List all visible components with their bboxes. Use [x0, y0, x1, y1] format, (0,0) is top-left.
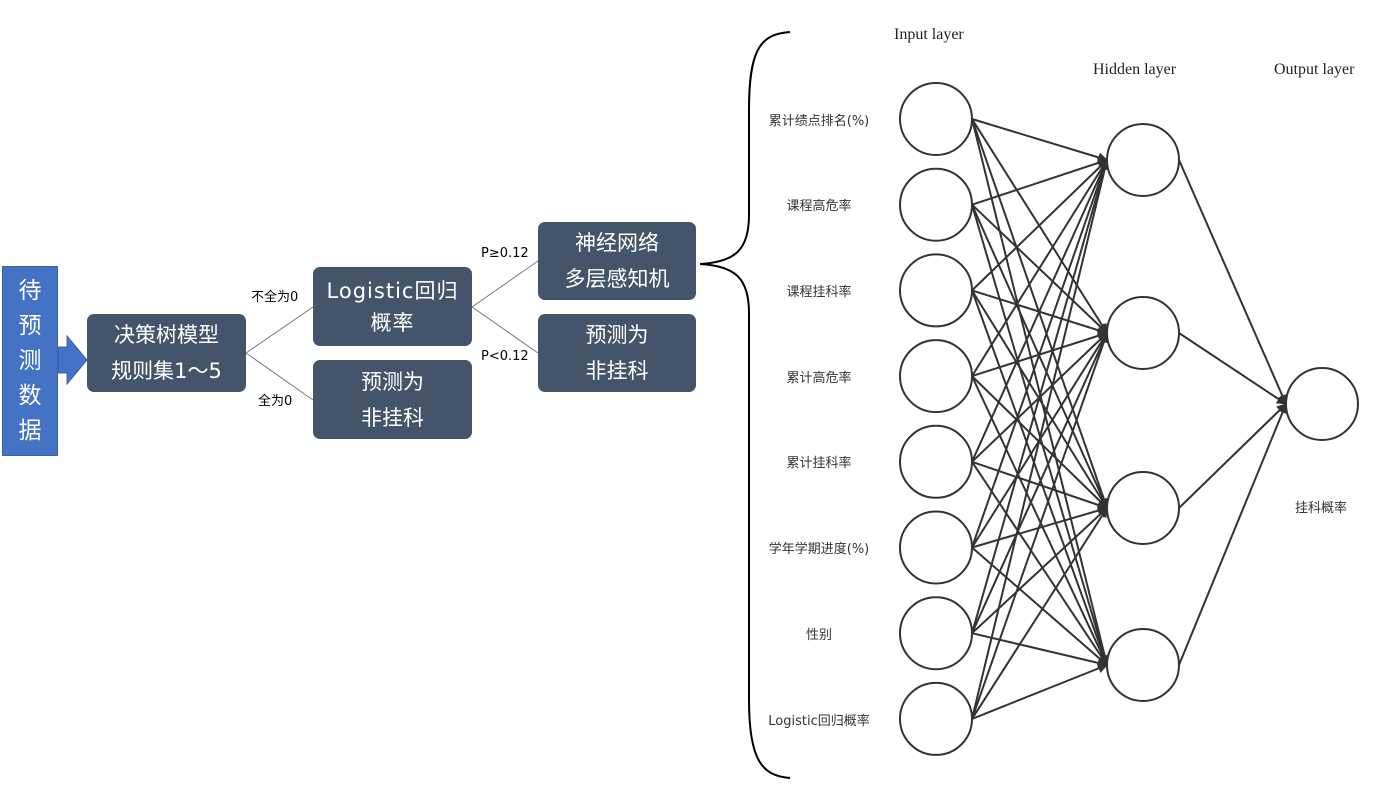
mlp-line1: 神经网络	[575, 231, 659, 255]
input-hidden-edge	[971, 158, 1108, 206]
input-feature-label: 课程高危率	[786, 199, 852, 214]
input-node	[899, 510, 973, 585]
logistic-box: Logistic回归 概率	[313, 267, 472, 346]
input-layer-title: Input layer	[894, 26, 964, 43]
input-hidden-edge	[971, 118, 1110, 666]
connector-to-predict-1	[245, 352, 314, 401]
predict-1-line1: 预测为	[361, 369, 424, 394]
hidden-node	[1106, 123, 1180, 197]
predict-non-fail-box-2: 预测为 非挂科	[538, 314, 696, 392]
branch-label-p-high: P≥0.12	[481, 246, 529, 261]
input-hidden-edge	[971, 663, 1108, 720]
input-feature-label: 累计挂科率	[786, 456, 852, 471]
start-char: 数	[18, 382, 42, 409]
input-hidden-edge	[971, 546, 1108, 666]
input-hidden-edge	[971, 159, 1110, 634]
input-node	[899, 253, 973, 328]
start-char: 据	[18, 417, 42, 444]
input-node	[899, 424, 973, 499]
start-char: 待	[18, 277, 42, 304]
connector-to-mlp	[471, 260, 539, 308]
input-hidden-edge	[971, 332, 1109, 720]
input-feature-label: 累计高危率	[786, 371, 852, 386]
block-arrow	[57, 334, 88, 386]
logistic-line1: Logistic回归	[326, 278, 459, 303]
input-hidden-edge	[971, 159, 1108, 292]
connector-to-predict-2	[471, 306, 539, 354]
curly-brace	[699, 31, 791, 779]
input-hidden-edge	[971, 632, 1108, 668]
input-feature-label: 累计绩点排名(%)	[768, 114, 870, 129]
input-node	[899, 596, 973, 671]
branch-label-all-zero: 全为0	[258, 394, 293, 409]
output-layer-title: Output layer	[1274, 61, 1355, 78]
logistic-line2: 概率	[370, 310, 415, 335]
input-hidden-edge	[971, 118, 1108, 163]
predict-1-line2: 非挂科	[361, 405, 424, 430]
input-hidden-edge	[971, 159, 1108, 377]
input-hidden-edge	[971, 159, 1110, 720]
decision-tree-line1: 决策树模型	[114, 323, 219, 347]
input-feature-label: 性别	[805, 628, 833, 643]
start-char: 预	[18, 312, 42, 339]
input-node	[899, 339, 973, 414]
input-node	[899, 681, 973, 756]
input-node	[899, 167, 973, 242]
input-feature-label: 学年学期进度(%)	[768, 542, 870, 557]
input-hidden-edge	[971, 507, 1108, 634]
branch-label-not-all-zero: 不全为0	[251, 290, 299, 305]
predict-non-fail-box-1: 预测为 非挂科	[313, 360, 472, 439]
input-hidden-edge	[971, 332, 1108, 634]
hidden-node	[1106, 296, 1180, 370]
input-hidden-edge	[971, 159, 1108, 463]
input-hidden-edge	[971, 118, 1109, 509]
input-hidden-edge	[971, 461, 1108, 666]
input-hidden-edge	[971, 507, 1108, 720]
decision-tree-line2: 规则集1～5	[111, 359, 222, 383]
input-hidden-edge	[971, 375, 1108, 666]
mlp-box: 神经网络 多层感知机	[538, 222, 696, 300]
prediction-data-box: 待 预 测 数 据	[2, 266, 58, 456]
predict-2-line1: 预测为	[585, 323, 649, 347]
hidden-output-edge	[1178, 403, 1288, 666]
hidden-node	[1106, 628, 1180, 702]
input-hidden-edge	[971, 159, 1109, 548]
input-hidden-edge	[971, 204, 1110, 666]
output-node	[1285, 367, 1359, 441]
input-hidden-edge	[971, 290, 1109, 666]
start-char: 测	[18, 347, 42, 374]
predict-2-line2: 非挂科	[585, 359, 649, 383]
input-node	[899, 82, 973, 156]
branch-label-p-low: P<0.12	[481, 349, 529, 364]
output-label: 挂科概率	[1294, 501, 1348, 516]
hidden-node	[1106, 471, 1180, 545]
input-feature-label: Logistic回归概率	[768, 714, 870, 729]
hidden-layer-title: Hidden layer	[1093, 61, 1177, 78]
input-feature-label: 课程挂科率	[786, 285, 852, 300]
hidden-output-edge	[1178, 403, 1287, 509]
connector-to-logistic	[245, 306, 314, 354]
decision-tree-box: 决策树模型 规则集1～5	[87, 314, 246, 392]
hidden-output-edge	[1178, 332, 1287, 405]
hidden-output-edge	[1178, 159, 1287, 405]
mlp-line2: 多层感知机	[564, 267, 670, 291]
